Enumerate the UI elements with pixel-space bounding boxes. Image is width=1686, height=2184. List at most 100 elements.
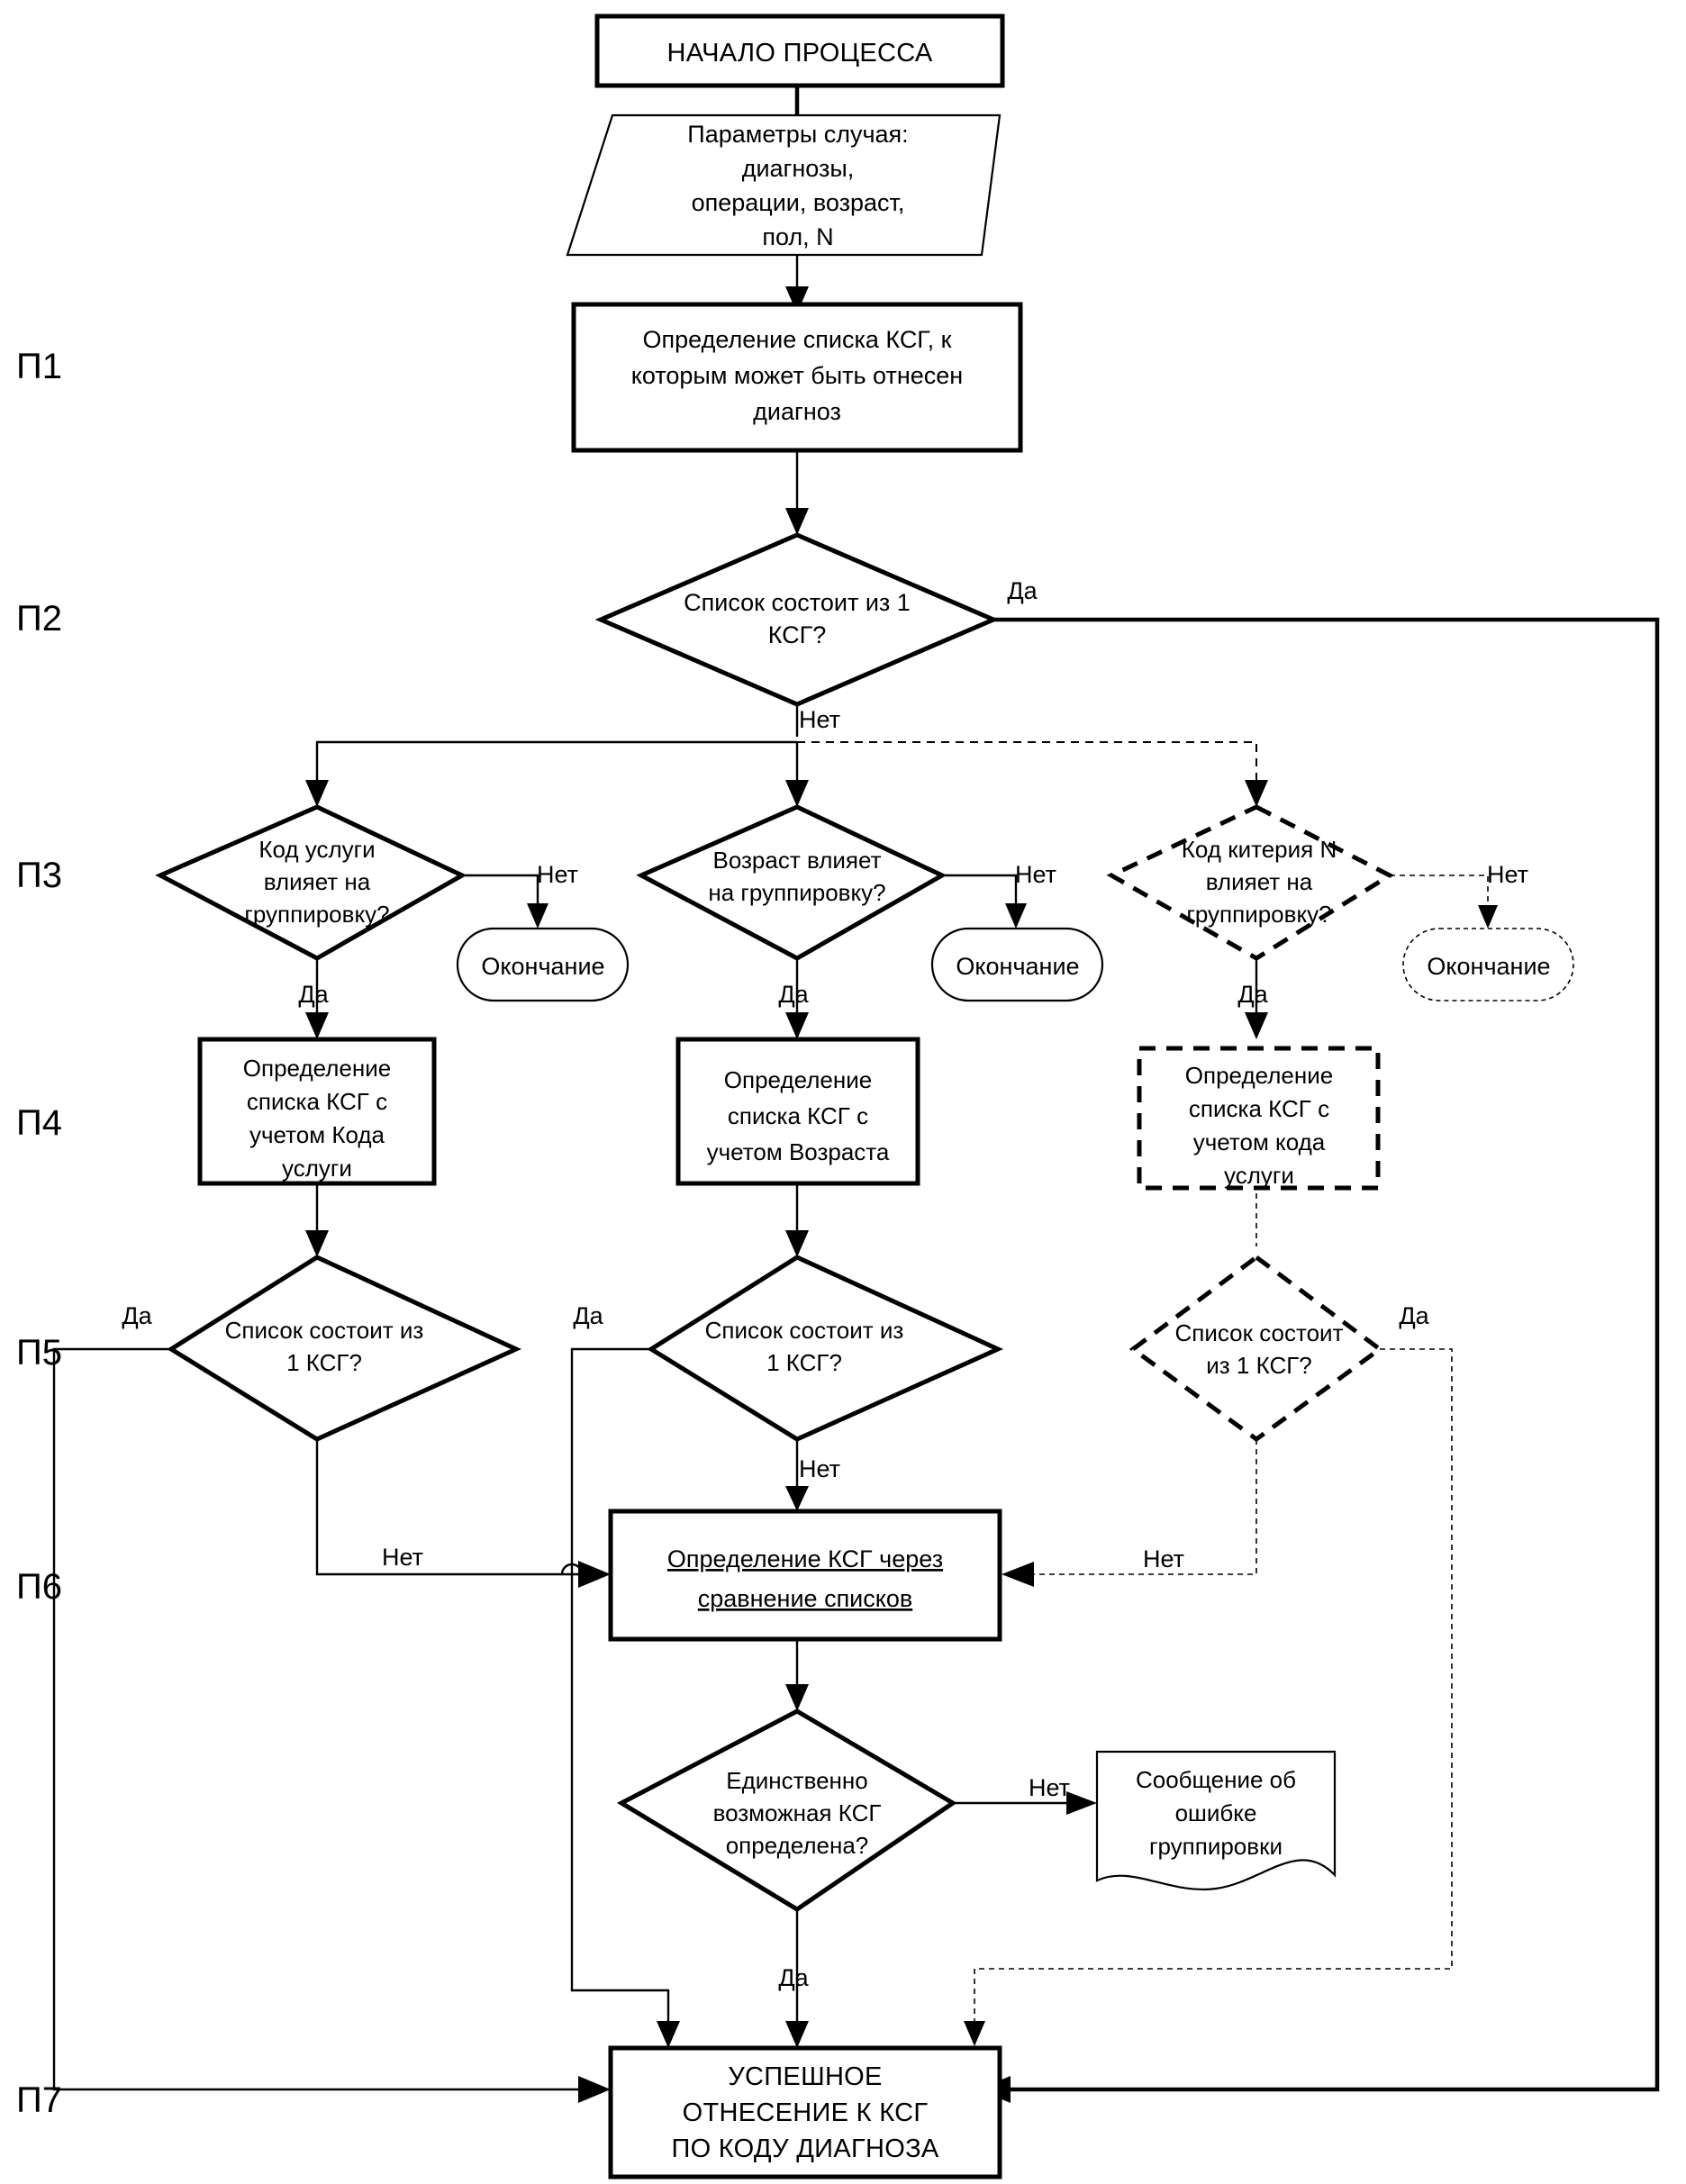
edge-split-left	[315, 740, 797, 793]
node-end-code: Окончание	[456, 927, 630, 1002]
p3crit-line-2: влияет на	[1206, 868, 1313, 895]
edge-p5code-no-to-p6	[315, 1439, 594, 1576]
p7-line-1: УСПЕШНОЕ	[728, 2062, 882, 2091]
edge-label-p3crit-yes: Да	[1237, 981, 1268, 1008]
node-p1-process: Определение списка КСГ, к которым может …	[571, 302, 1023, 453]
node-p3-code-decision: Код услуги влияет на группировку?	[155, 804, 467, 961]
edge-label-p2-yes: Да	[1007, 577, 1038, 604]
unique-line-2: возможная КСГ	[713, 1799, 882, 1826]
p4crit-line-4: услуги	[1224, 1162, 1294, 1189]
p5age-line-2: 1 КСГ?	[766, 1349, 842, 1376]
edge-label-p3code-yes: Да	[298, 981, 329, 1008]
edge-label-p3code-no: Нет	[537, 861, 578, 888]
p5age-line-1: Список состоит из	[705, 1317, 904, 1344]
p4code-line-3: учетом Кода	[249, 1121, 385, 1148]
node-end-criteria: Окончание	[1402, 928, 1574, 1001]
p3crit-line-1: Код китерия N	[1182, 836, 1337, 863]
arrowhead-p6-to-unique	[785, 1684, 809, 1711]
edge-label-unique-yes: Да	[778, 1964, 809, 1991]
p7-line-3: ПО КОДУ ДИАГНОЗА	[671, 2134, 938, 2163]
edge-split-right	[797, 741, 1257, 793]
edge-p3crit-no	[1390, 875, 1489, 914]
p4age-line-1: Определение	[724, 1066, 872, 1093]
p3code-line-1: Код услуги	[258, 836, 375, 863]
node-input-params: Параметры случая: диагнозы, операции, во…	[566, 113, 1002, 257]
stage-label-p6: П6	[16, 1567, 62, 1607]
p4code-line-1: Определение	[243, 1055, 391, 1082]
node-p6-unique-decision: Единственно возможная КСГ определена?	[616, 1708, 957, 1912]
node-p7-success: УСПЕШНОЕ ОТНЕСЕНИЕ К КСГ ПО КОДУ ДИАГНОЗ…	[608, 2045, 1002, 2179]
node-p5-criteria-decision: Список состоит из 1 КСГ?	[1129, 1254, 1384, 1443]
input-line-4: пол, N	[762, 223, 833, 250]
edge-p2-yes-to-p7	[993, 617, 1660, 2092]
p2-line-2: КСГ?	[768, 621, 827, 648]
edge-p5crit-no-to-p6	[1018, 1439, 1257, 1575]
p3age-line-2: на группировку?	[708, 879, 885, 906]
arrowhead-into-p6-left	[578, 1561, 611, 1588]
edge-label-unique-no: Нет	[1029, 1774, 1070, 1801]
stage-label-p4: П4	[16, 1103, 62, 1143]
arrowhead-p1-to-p2	[785, 508, 809, 535]
arrowhead-p5age-no	[785, 1486, 809, 1511]
arrowhead-p5crit-no-to-p6	[1002, 1562, 1034, 1587]
arrowhead-p3crit-no	[1478, 905, 1498, 929]
edge-p5age-yes-to-p7	[570, 1347, 670, 2034]
arrowhead-p3age-no	[1005, 903, 1027, 929]
p4age-line-2: списка КСГ с	[728, 1102, 868, 1129]
edge-label-p5crit-yes: Да	[1399, 1302, 1429, 1329]
edge-label-p3crit-no: Нет	[1487, 861, 1528, 888]
arrowhead-split-center	[785, 780, 809, 807]
stage-label-p1: П1	[16, 347, 62, 386]
arrowhead-p3crit-yes	[1245, 1012, 1268, 1039]
p4age-line-3: учетом Возраста	[707, 1138, 890, 1165]
node-start-label: НАЧАЛО ПРОЦЕССА	[667, 39, 933, 68]
edge-label-p5age-no: Нет	[799, 1455, 840, 1482]
p4crit-line-1: Определение	[1185, 1062, 1333, 1089]
p4code-line-4: услуги	[282, 1155, 352, 1182]
arrowhead-p3code-yes	[305, 1012, 329, 1039]
arrowhead-p5age-yes-to-p7	[657, 2021, 680, 2048]
p3age-line-1: Возраст влияет	[713, 847, 882, 874]
p3code-line-2: влияет на	[264, 868, 371, 895]
p2-line-1: Список состоит из 1	[684, 589, 911, 616]
node-p3-criteria-decision: Код китерия N влияет на группировку?	[1106, 804, 1395, 961]
input-line-1: Параметры случая:	[687, 121, 908, 148]
p6-line-2: сравнение списков	[698, 1585, 913, 1612]
arrowhead-p4age-to-p5age	[785, 1230, 809, 1257]
edge-label-p5age-yes: Да	[573, 1302, 603, 1329]
node-p6-compare-process: Определение КСГ через сравнение списков	[608, 1509, 1002, 1642]
arrowhead-p3age-yes	[785, 1012, 809, 1039]
node-p3-age-decision: Возраст влияет на группировку?	[636, 804, 947, 961]
arrowhead-split-right	[1245, 780, 1268, 807]
line-hop-bump	[560, 1563, 584, 1575]
p1-line-1: Определение списка КСГ, к	[643, 326, 952, 353]
edge-label-p5crit-no: Нет	[1143, 1545, 1184, 1572]
node-p5-age-decision: Список состоит из 1 КСГ?	[647, 1255, 1004, 1442]
input-line-3: операции, возраст,	[692, 189, 905, 216]
error-line-2: ошибке	[1175, 1799, 1257, 1826]
p3code-line-3: группировку?	[244, 901, 389, 928]
edge-p5crit-yes-to-p7	[974, 1348, 1453, 2028]
arrowhead-unique-yes	[785, 2021, 809, 2048]
arrowhead-p5code-yes-to-p7	[578, 2076, 611, 2103]
error-line-1: Сообщение об	[1136, 1766, 1296, 1793]
p3crit-line-3: группировку?	[1186, 901, 1331, 928]
edge-p3code-no	[462, 874, 539, 914]
arrowhead-p3code-no	[527, 903, 548, 929]
stage-label-p3: П3	[16, 856, 62, 895]
edge-label-p2-no: Нет	[799, 706, 840, 733]
p1-line-2: которым может быть отнесен	[631, 362, 963, 389]
p6-line-1: Определение КСГ через	[667, 1545, 943, 1572]
unique-line-1: Единственно	[726, 1767, 867, 1794]
end-criteria-label: Окончание	[1427, 953, 1550, 980]
edge-label-p5code-no: Нет	[382, 1544, 423, 1571]
p5crit-line-1: Список состоит	[1175, 1319, 1344, 1346]
node-p4-criteria-process: Определение списка КСГ с учетом кода усл…	[1137, 1046, 1381, 1191]
stage-label-p5: П5	[16, 1333, 62, 1373]
arrowhead-unique-no	[1066, 1791, 1097, 1815]
node-p5-code-decision: Список состоит из 1 КСГ?	[167, 1255, 522, 1442]
p1-line-3: диагноз	[753, 398, 841, 425]
p4code-line-2: списка КСГ с	[247, 1088, 387, 1115]
